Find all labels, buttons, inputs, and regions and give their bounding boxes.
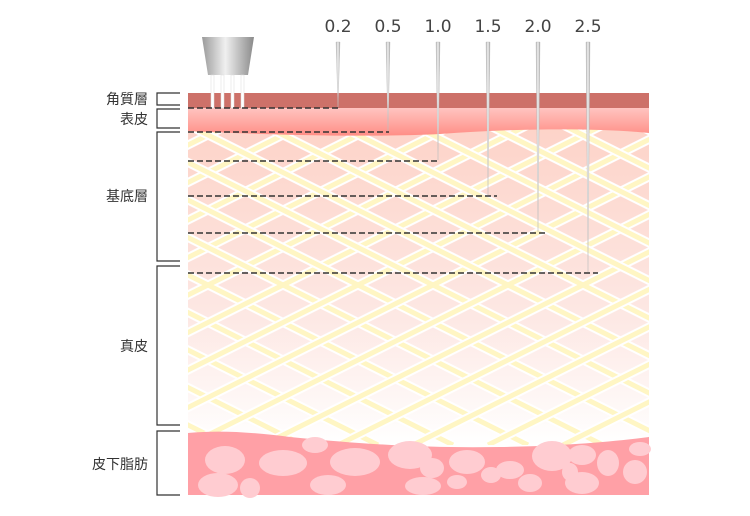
collagen-fiber xyxy=(188,125,455,261)
epidermis-layer xyxy=(188,108,649,136)
collagen-fiber xyxy=(0,125,78,445)
depth-label: 2.5 xyxy=(574,17,601,37)
label-stratum-corneum: 角質層 xyxy=(106,92,148,108)
needle-depth-0.5: 0.5 xyxy=(188,17,402,133)
needle-icon xyxy=(535,41,541,233)
fat-cell xyxy=(629,442,651,456)
collagen-fiber xyxy=(486,361,649,445)
collagen-fiber xyxy=(0,125,153,445)
depth-label: 2.0 xyxy=(524,17,551,37)
fat-cell xyxy=(518,474,542,492)
collagen-fiber xyxy=(188,309,455,445)
collagen-fiber xyxy=(188,125,605,336)
collagen-fiber xyxy=(713,125,750,445)
microneedle-stamp-icon xyxy=(202,37,254,109)
collagen-fiber xyxy=(0,125,78,445)
fat-cell xyxy=(623,460,647,484)
collagen-lattice xyxy=(0,125,750,445)
collagen-fiber xyxy=(635,434,649,445)
collagen-fiber xyxy=(0,125,153,445)
fat-cell xyxy=(568,445,596,465)
fat-cell xyxy=(302,437,328,453)
fat-cell xyxy=(198,473,238,497)
needle-icon xyxy=(485,41,491,196)
collagen-fiber xyxy=(188,125,305,186)
collagen-fiber xyxy=(336,286,649,445)
collagen-fiber xyxy=(0,125,3,445)
collagen-fiber xyxy=(188,125,380,223)
collagen-fiber xyxy=(188,136,649,373)
stratum-corneum-layer xyxy=(188,93,649,108)
collagen-fiber xyxy=(0,125,153,445)
collagen-fiber xyxy=(486,125,649,209)
fat-cell xyxy=(597,450,619,476)
fat-cell xyxy=(481,467,501,483)
collagen-fiber xyxy=(713,125,750,445)
collagen-fiber xyxy=(188,174,649,411)
collagen-fiber xyxy=(636,125,649,134)
label-basal-layer: 基底層 xyxy=(106,188,148,205)
needle-depth-1.5: 1.5 xyxy=(188,17,502,197)
needle-depth-2.0: 2.0 xyxy=(188,17,552,234)
fat-cell xyxy=(447,475,467,489)
collagen-fiber xyxy=(261,249,649,445)
layer-brackets xyxy=(156,92,180,496)
collagen-fiber xyxy=(635,125,649,136)
collagen-fiber xyxy=(188,211,649,445)
label-dermis: 真皮 xyxy=(120,339,148,355)
fat-cell xyxy=(388,441,432,469)
fat-cell xyxy=(496,461,524,479)
depth-label: 0.5 xyxy=(374,17,401,37)
collagen-fiber xyxy=(0,125,78,445)
needle-icon xyxy=(435,41,441,161)
fat-cell xyxy=(405,477,441,495)
fat-cell xyxy=(532,441,572,471)
collagen-fiber xyxy=(713,125,750,445)
needle-icon xyxy=(585,41,591,273)
needle-depth-2.5: 2.5 xyxy=(188,17,602,274)
collagen-fiber xyxy=(0,125,153,445)
depth-label: 0.2 xyxy=(324,17,351,37)
fat-cell xyxy=(449,450,485,474)
collagen-fiber xyxy=(0,125,3,445)
collagen-fiber xyxy=(411,125,649,246)
needle-depth-0.2: 0.2 xyxy=(188,17,352,109)
collagen-fiber xyxy=(636,436,649,445)
fat-cell xyxy=(310,475,346,495)
collagen-fiber xyxy=(188,384,305,445)
fat-cells xyxy=(198,437,651,498)
collagen-fiber xyxy=(336,125,649,284)
collagen-fiber xyxy=(188,125,530,298)
collagen-fiber xyxy=(0,125,78,445)
fat-cell xyxy=(205,446,245,474)
collagen-fiber xyxy=(0,125,3,445)
fat-cell xyxy=(259,450,307,476)
label-epidermis: 表皮 xyxy=(120,112,148,128)
depth-label: 1.5 xyxy=(474,17,501,37)
fat-cell xyxy=(562,463,578,481)
collagen-fiber xyxy=(0,125,3,445)
fat-cell xyxy=(420,458,444,478)
needle-icon xyxy=(385,41,391,132)
needle-depth-1.0: 1.0 xyxy=(188,17,452,162)
needle-icon xyxy=(335,41,341,108)
label-subcutaneous-fat: 皮下脂肪 xyxy=(92,457,148,473)
collagen-fiber xyxy=(713,125,750,445)
depth-label: 1.0 xyxy=(424,17,451,37)
fat-cell xyxy=(330,448,380,476)
collagen-fiber xyxy=(411,324,649,445)
collagen-fiber xyxy=(188,347,380,445)
fat-cell xyxy=(240,478,260,498)
